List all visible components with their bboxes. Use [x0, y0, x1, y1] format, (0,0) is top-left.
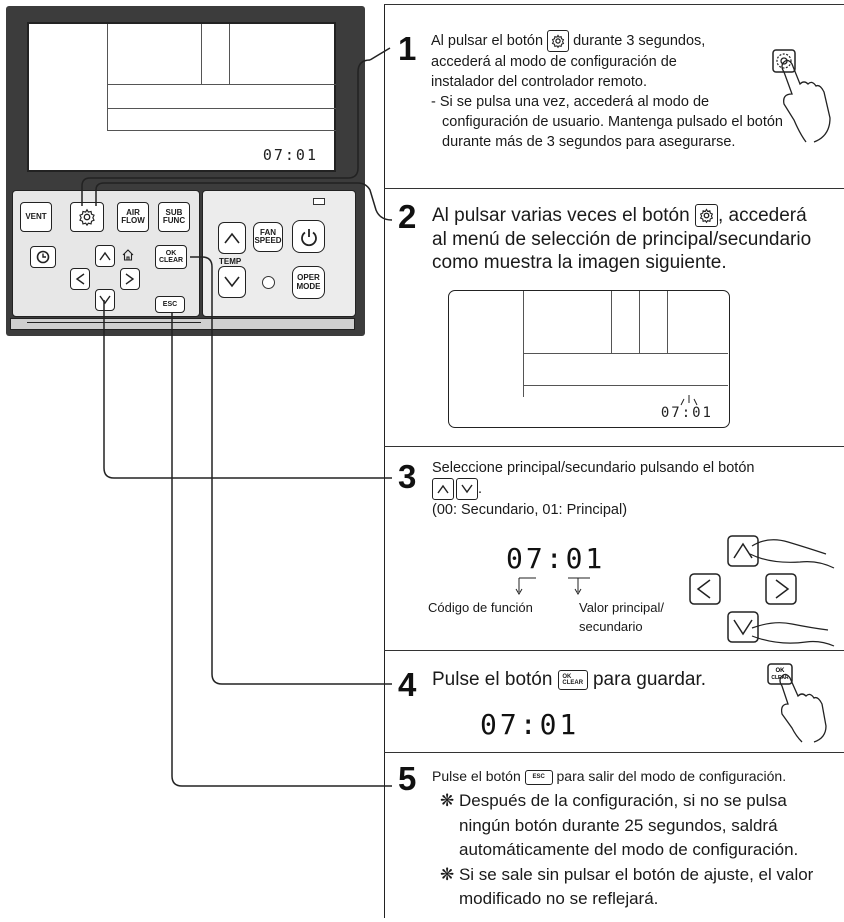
vent-button[interactable]: VENT [20, 202, 52, 232]
status-led-icon [262, 276, 275, 289]
step-5-text: Pulse el botón ESC para salir del modo d… [432, 768, 787, 785]
up-arrow-button[interactable] [95, 245, 115, 267]
hand-press-illustration: OK CLEAR [766, 662, 830, 749]
blink-icon [680, 395, 698, 406]
lcd-digits-blinking: 07:01 [660, 405, 713, 421]
down-inline-button [456, 478, 478, 500]
saved-value-digits: 07:01 [480, 708, 580, 741]
power-icon [300, 228, 317, 246]
esc-button[interactable]: ESC [155, 296, 185, 313]
step-number: 2 [398, 198, 417, 235]
svg-text:OK: OK [776, 668, 786, 674]
step-1-text: Al pulsar el botón durante 3 segundos, a… [431, 30, 791, 152]
controller-lcd-screen: 07:01 [27, 22, 336, 172]
function-code-digits: 07:01 [506, 542, 606, 575]
arrow-indicators [515, 577, 590, 595]
settings-button[interactable] [70, 202, 104, 232]
settings-inline-button [547, 30, 570, 52]
power-button[interactable] [292, 220, 325, 253]
step-number: 4 [398, 666, 417, 703]
temp-label: TEMP [219, 257, 242, 266]
function-code-label: Código de función [428, 600, 533, 615]
temp-down-button[interactable] [218, 266, 246, 298]
step-number: 5 [398, 760, 417, 797]
chevron-up-icon [437, 484, 449, 494]
steps-panel [384, 4, 840, 918]
hand-press-illustration [770, 48, 834, 149]
chevron-right-icon [125, 273, 135, 285]
up-inline-button [432, 478, 454, 500]
chevron-up-icon [99, 251, 111, 261]
gear-icon [79, 208, 95, 227]
step-2-text: Al pulsar varias veces el botón , accede… [432, 204, 812, 273]
step-5-notes: ❋ Después de la configuración, si no se … [440, 791, 814, 908]
temp-up-button[interactable] [218, 222, 246, 254]
chevron-left-icon [75, 273, 85, 285]
step-number: 3 [398, 458, 417, 495]
value-label: Valor principal/secundario [579, 600, 665, 634]
timer-button[interactable] [30, 246, 56, 268]
arrow-pad-illustration [688, 528, 838, 653]
settings-inline-button [694, 204, 718, 228]
step-2-lcd: 07:01 [448, 290, 730, 428]
lcd-digits: 07:01 [262, 146, 318, 164]
gear-icon [551, 34, 565, 49]
down-arrow-button[interactable] [95, 289, 115, 311]
chevron-down-icon [224, 276, 240, 288]
right-arrow-button[interactable] [120, 268, 140, 290]
esc-inline-button: ESC [524, 769, 553, 785]
chevron-down-icon [461, 484, 473, 494]
left-arrow-button[interactable] [70, 268, 90, 290]
step-3-text: Seleccione principal/secundario pulsando… [432, 460, 755, 518]
chevron-up-icon [224, 232, 240, 244]
step-number: 1 [398, 30, 417, 67]
home-icon [121, 248, 135, 267]
gear-icon [699, 208, 714, 224]
chevron-down-icon [99, 295, 111, 305]
clock-icon [36, 250, 50, 264]
indicator-light [313, 198, 325, 205]
